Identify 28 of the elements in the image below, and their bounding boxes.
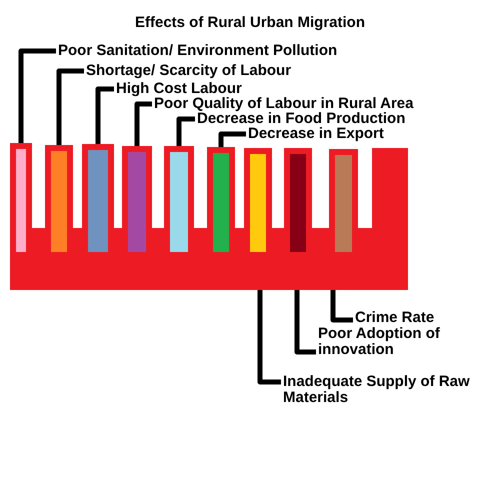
color-bar [82,144,114,258]
effect-label: Crime Rate [355,310,434,326]
effect-label: High Cost Labour [116,81,242,97]
leader-line [258,290,281,384]
leader-line [330,290,353,322]
leader-line [134,102,152,146]
leader-line [218,132,246,147]
effect-label: Decrease in Export [248,126,384,142]
effect-label: Decrease in Food Production [197,111,406,127]
leader-line [294,290,316,354]
color-bar [122,146,152,258]
leader-line [56,68,84,145]
color-bar [329,149,358,258]
effect-label: Poor Sanitation/ Environment Pollution [58,43,338,59]
diagram-title: Effects of Rural Urban Migration [134,14,366,31]
color-bar [284,148,312,258]
color-bar [10,143,32,258]
leader-line [176,116,195,146]
effect-label: Inadequate Supply of Raw Materials [283,374,483,406]
leader-line [18,48,56,143]
color-bar [244,148,272,258]
color-bar [207,147,235,258]
effect-label: Shortage/ Scarcity of Labour [86,63,292,79]
color-bar [164,146,194,258]
effect-label: Poor Adoption of innovation [318,326,488,358]
leader-line [96,86,114,144]
color-bar [45,145,73,258]
effect-label: Poor Quality of Labour in Rural Area [154,96,414,112]
